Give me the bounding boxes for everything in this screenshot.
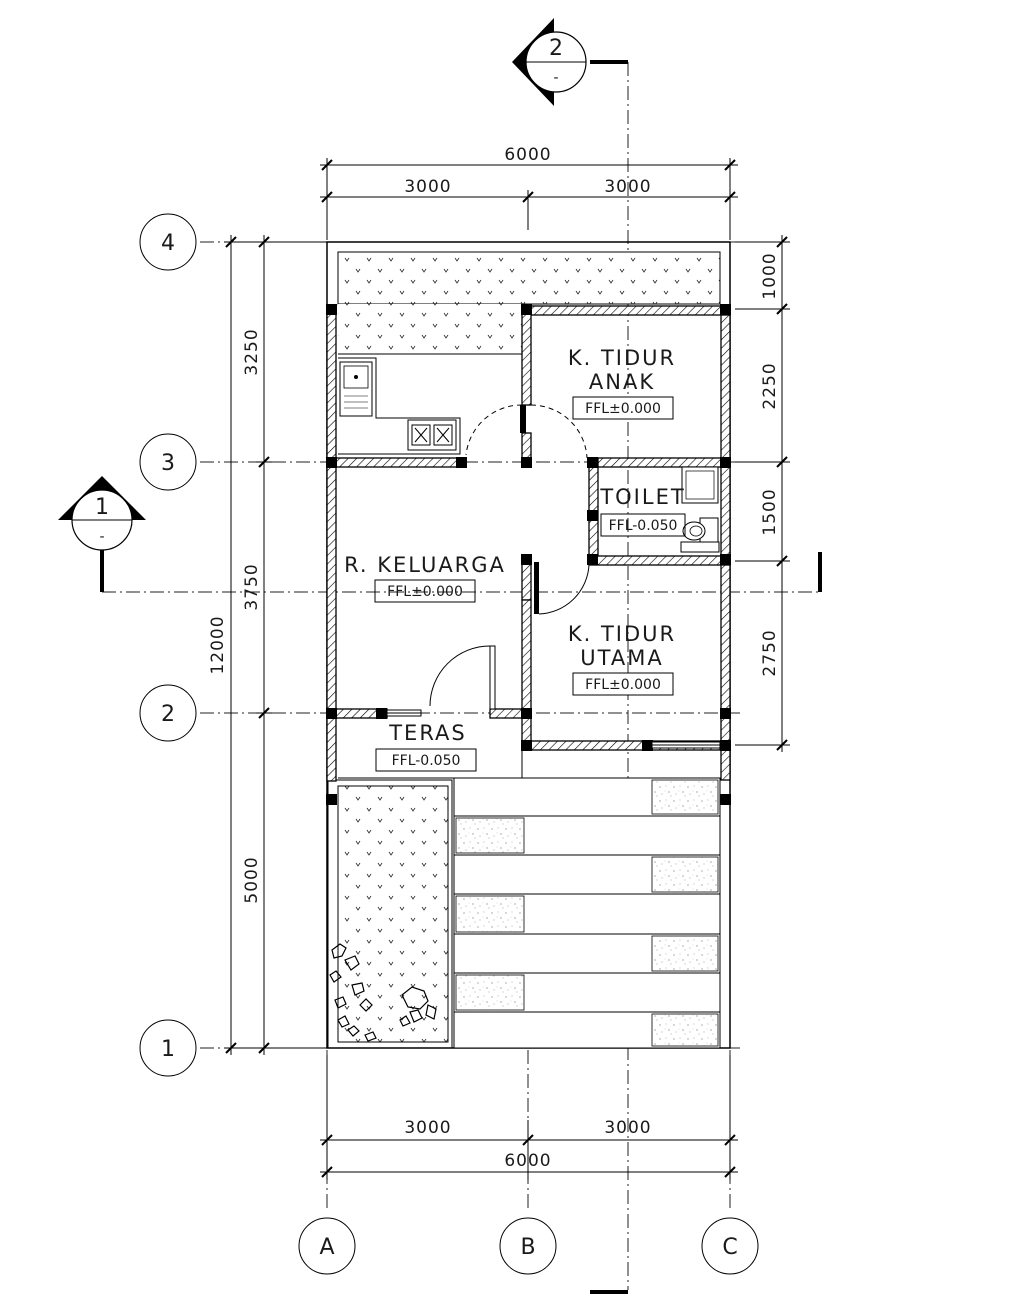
dim-left-seg-mid: 3750 (242, 563, 262, 610)
kamar-utama-level-tag (572, 672, 674, 696)
section-marker-1: 1 - (58, 476, 146, 551)
grid-label-a: A (319, 1235, 334, 1260)
front-door-leaf (489, 645, 496, 710)
front-paving (453, 777, 721, 1049)
section-1-number: 1 (95, 495, 109, 520)
dim-right-seg-2: 2250 (760, 362, 780, 409)
structural-columns (326, 304, 731, 805)
wall-toilet-bottom (588, 555, 731, 566)
dimension-lines (224, 158, 790, 1180)
front-garden-border (327, 779, 453, 1049)
dim-top-total: 6000 (504, 145, 551, 165)
toilet-title: TOILET (599, 485, 685, 509)
section-1-sheet: - (99, 529, 104, 545)
wall-kitchen-bottom (326, 457, 463, 468)
keluarga-level-tag (374, 579, 476, 603)
kamar-utama-title-2: UTAMA (580, 646, 663, 670)
family-door-swing (530, 404, 588, 459)
keluarga-title: R. KELUARGA (344, 553, 506, 577)
teras-title: TERAS (388, 721, 467, 745)
grid-bubble-1 (139, 1019, 197, 1077)
grid-label-4: 4 (161, 231, 175, 256)
grid-axes (200, 241, 740, 1210)
kamar-anak-level-tag (572, 396, 674, 420)
anak-door-leaf (520, 405, 526, 433)
grid-label-3: 3 (161, 451, 175, 476)
kamar-anak-title-2: ANAK (589, 370, 655, 394)
section-marker-2: 2 - (512, 18, 587, 106)
grid-label-2: 2 (161, 702, 175, 727)
shrub-icon (329, 943, 437, 1042)
walls (326, 305, 731, 782)
front-garden (337, 785, 449, 1043)
grid-bubble-c (701, 1217, 759, 1275)
wall-toilet-top (588, 457, 731, 468)
utama-door-leaf (534, 562, 539, 614)
room-labels: K. TIDUR ANAK FFL±0.000 TOILET FFL-0.050… (338, 346, 686, 779)
dim-left-total: 12000 (208, 615, 228, 674)
wall-utama-left (521, 599, 532, 751)
floor-drain-icon (680, 541, 720, 553)
grid-label-b: B (520, 1235, 535, 1260)
section-cut-lines (100, 60, 822, 1294)
keluarga-level: FFL±0.000 (387, 584, 463, 600)
teras-level: FFL-0.050 (392, 753, 461, 769)
wall-center-upper (521, 305, 532, 406)
dimension-texts: 6000 3000 3000 3000 3000 6000 12000 3250… (208, 145, 780, 1171)
grid-bubble-texts: 4 3 2 1 A B C (161, 231, 738, 1260)
dim-left-seg-top: 3250 (242, 328, 262, 375)
sink-icon (339, 361, 373, 417)
dim-right-seg-4: 2750 (760, 629, 780, 676)
section-2-sheet: - (553, 70, 558, 86)
dim-right-seg-1: 1000 (760, 252, 780, 299)
grid-bubble-4 (139, 213, 197, 271)
rear-garden (337, 251, 721, 305)
teras-level-tag (375, 748, 477, 772)
grid-label-1: 1 (161, 1037, 175, 1062)
kitchen-counter (338, 357, 461, 455)
shower-tray-icon (681, 466, 719, 504)
front-door-swing (429, 645, 491, 707)
grid-bubbles (139, 213, 759, 1275)
dim-top-left: 3000 (404, 177, 451, 197)
kamar-utama-title-1: K. TIDUR (568, 622, 676, 646)
dim-top-right: 3000 (604, 177, 651, 197)
toilet-level-tag (600, 513, 686, 537)
utama-door-swing (538, 564, 590, 615)
dim-bottom-right: 3000 (604, 1118, 651, 1138)
dim-bottom-total: 6000 (504, 1151, 551, 1171)
doors (429, 404, 590, 710)
section-2-number: 2 (549, 36, 563, 61)
grid-bubble-a (298, 1217, 356, 1275)
toilet-fixtures (680, 466, 720, 553)
grid-bubble-3 (139, 433, 197, 491)
grid-bubble-2 (139, 684, 197, 742)
dim-bottom-left: 3000 (404, 1118, 451, 1138)
dim-left-seg-bottom: 5000 (242, 856, 262, 903)
kamar-anak-title-1: K. TIDUR (568, 346, 676, 370)
grid-label-c: C (722, 1235, 737, 1260)
toilet-level: FFL-0.050 (609, 518, 678, 534)
wall-anak-top (521, 305, 731, 316)
kamar-anak-level: FFL±0.000 (585, 401, 661, 417)
kamar-utama-level: FFL±0.000 (585, 677, 661, 693)
windows (386, 709, 721, 749)
anak-door-swing (465, 404, 523, 456)
grid-bubble-b (499, 1217, 557, 1275)
rear-garden-extension (338, 304, 522, 354)
dim-right-seg-3: 1500 (760, 488, 780, 535)
